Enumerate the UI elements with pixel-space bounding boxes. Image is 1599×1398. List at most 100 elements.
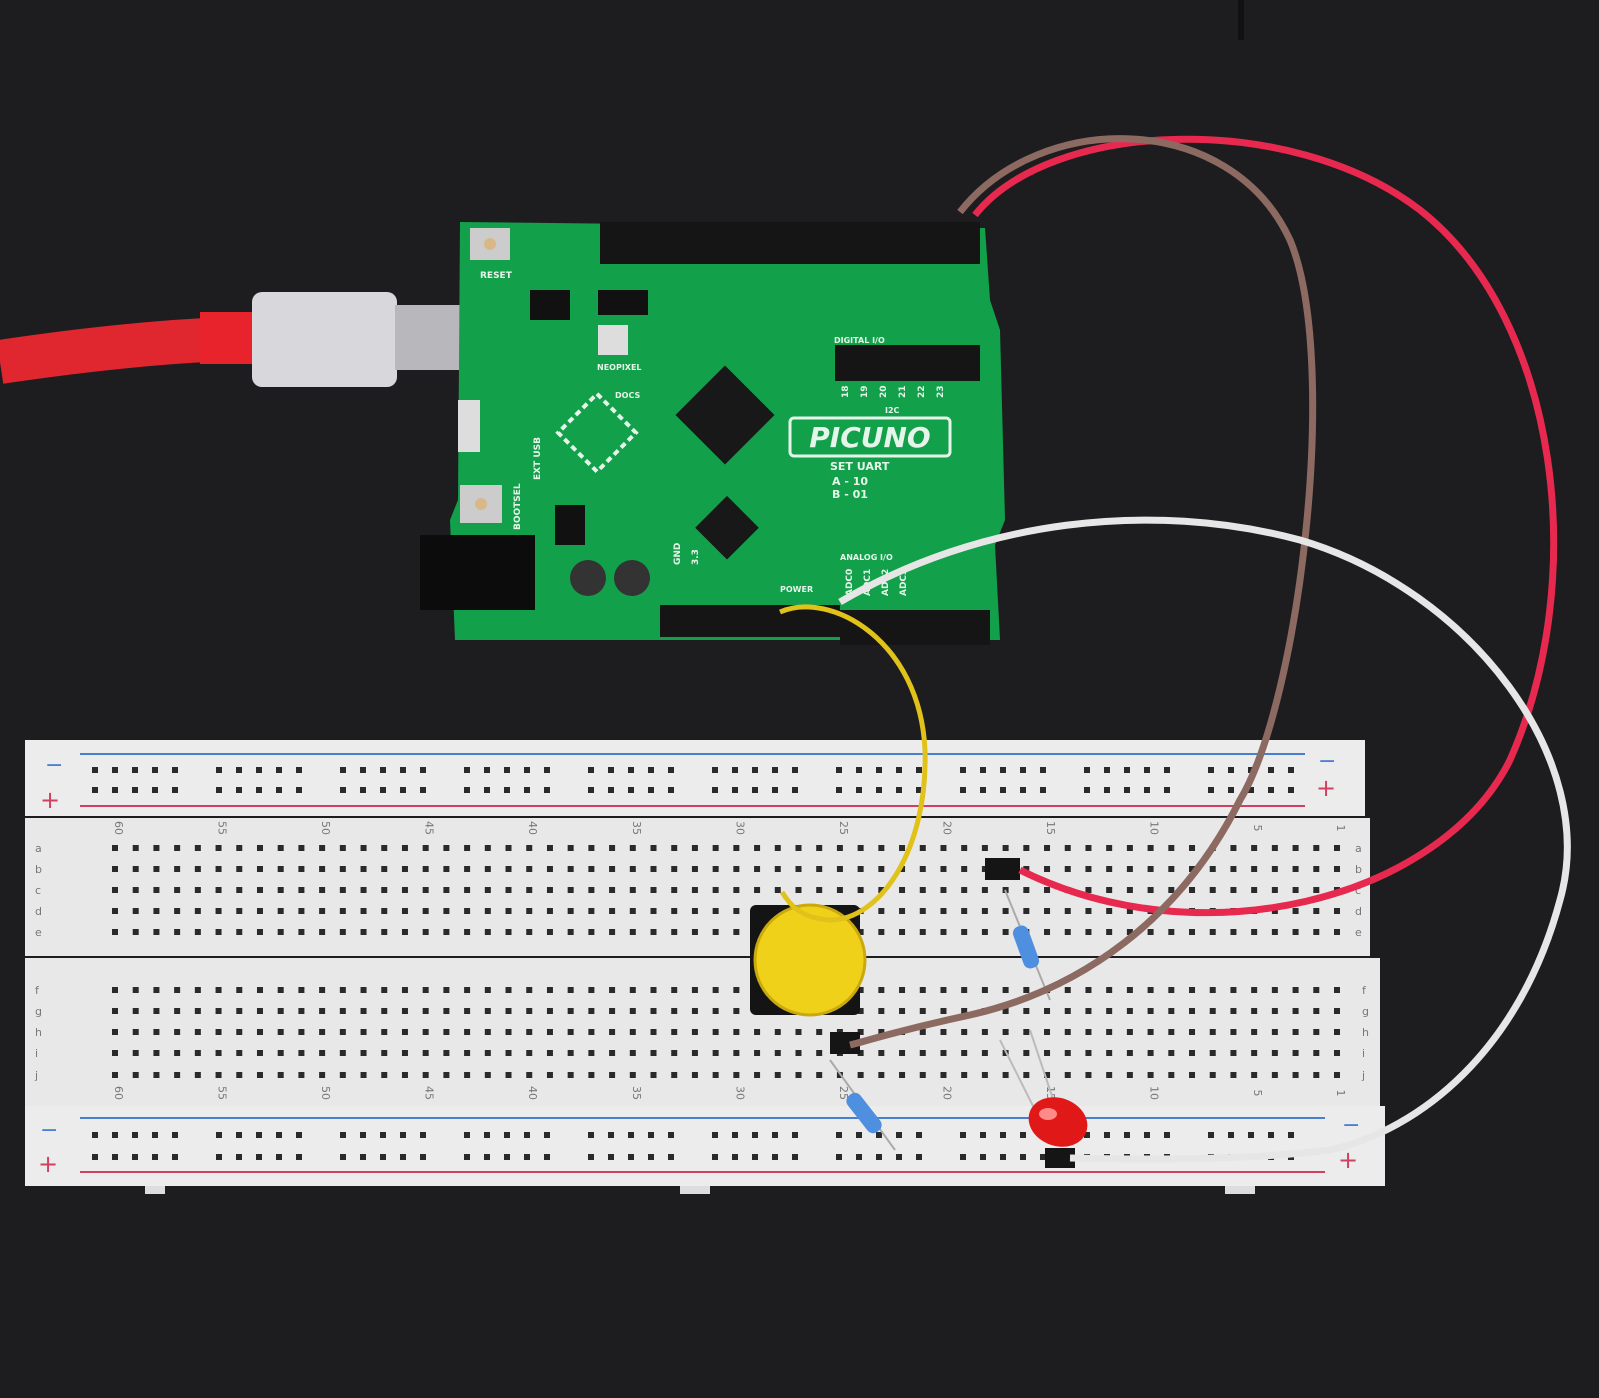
rail-hole[interactable] <box>524 1132 530 1138</box>
breadboard-hole[interactable] <box>1023 887 1030 893</box>
breadboard-hole[interactable] <box>1334 1008 1340 1014</box>
rail-hole[interactable] <box>296 1132 302 1138</box>
rail-hole[interactable] <box>712 1154 718 1160</box>
breadboard-hole[interactable] <box>609 929 616 935</box>
breadboard-hole[interactable] <box>1292 929 1299 935</box>
rail-hole[interactable] <box>732 1132 738 1138</box>
breadboard-hole[interactable] <box>381 1072 388 1078</box>
rail-hole[interactable] <box>256 1154 262 1160</box>
breadboard-hole[interactable] <box>1168 1072 1175 1078</box>
breadboard-hole[interactable] <box>609 1072 616 1078</box>
breadboard-hole[interactable] <box>1168 1050 1175 1056</box>
breadboard-hole[interactable] <box>1313 1008 1320 1014</box>
rail-hole[interactable] <box>608 787 614 793</box>
breadboard-hole[interactable] <box>1292 1072 1299 1078</box>
breadboard-hole[interactable] <box>443 1008 450 1014</box>
breadboard-hole[interactable] <box>484 1050 491 1056</box>
breadboard-hole[interactable] <box>443 908 450 914</box>
breadboard-hole[interactable] <box>609 987 616 993</box>
breadboard-hole[interactable] <box>671 908 678 914</box>
rail-hole[interactable] <box>484 767 490 773</box>
breadboard-hole[interactable] <box>567 1050 574 1056</box>
breadboard-hole[interactable] <box>132 1029 139 1035</box>
breadboard-hole[interactable] <box>671 987 678 993</box>
rail-hole[interactable] <box>1268 1132 1274 1138</box>
breadboard-hole[interactable] <box>484 929 491 935</box>
breadboard-hole[interactable] <box>174 887 181 893</box>
breadboard-hole[interactable] <box>443 845 450 851</box>
breadboard-hole[interactable] <box>567 1008 574 1014</box>
breadboard-hole[interactable] <box>774 845 781 851</box>
rail-hole[interactable] <box>772 787 778 793</box>
rail-hole[interactable] <box>1208 1132 1214 1138</box>
rail-hole[interactable] <box>340 1132 346 1138</box>
breadboard-hole[interactable] <box>174 866 181 872</box>
breadboard-hole[interactable] <box>339 908 346 914</box>
breadboard-hole[interactable] <box>588 987 595 993</box>
rail-hole[interactable] <box>588 1154 594 1160</box>
rail-hole[interactable] <box>668 1132 674 1138</box>
breadboard-hole[interactable] <box>153 887 160 893</box>
breadboard-hole[interactable] <box>1189 1072 1196 1078</box>
breadboard-hole[interactable] <box>174 1050 181 1056</box>
yellow-wire[interactable] <box>778 604 928 923</box>
breadboard-hole[interactable] <box>1002 1072 1009 1078</box>
breadboard-hole[interactable] <box>1085 1008 1092 1014</box>
rail-hole[interactable] <box>1228 787 1234 793</box>
rail-hole[interactable] <box>856 1154 862 1160</box>
breadboard-hole[interactable] <box>505 908 512 914</box>
breadboard-hole[interactable] <box>1126 887 1133 893</box>
breadboard-hole[interactable] <box>733 845 740 851</box>
breadboard-hole[interactable] <box>650 1029 657 1035</box>
rail-hole[interactable] <box>876 767 882 773</box>
breadboard-hole[interactable] <box>1126 929 1133 935</box>
breadboard-hole[interactable] <box>1106 908 1113 914</box>
breadboard-hole[interactable] <box>961 908 968 914</box>
rail-hole[interactable] <box>1000 1132 1006 1138</box>
rail-hole[interactable] <box>916 1132 922 1138</box>
rail-hole[interactable] <box>896 1132 902 1138</box>
breadboard-hole[interactable] <box>1064 929 1071 935</box>
breadboard-hole[interactable] <box>567 887 574 893</box>
breadboard-hole[interactable] <box>443 1072 450 1078</box>
breadboard-hole[interactable] <box>215 1008 222 1014</box>
breadboard-hole[interactable] <box>401 1029 408 1035</box>
breadboard-hole[interactable] <box>422 866 429 872</box>
breadboard-hole[interactable] <box>360 1072 367 1078</box>
breadboard-hole[interactable] <box>919 1029 926 1035</box>
breadboard-hole[interactable] <box>691 1029 698 1035</box>
breadboard-hole[interactable] <box>650 929 657 935</box>
breadboard-hole[interactable] <box>878 987 885 993</box>
breadboard-hole[interactable] <box>381 987 388 993</box>
rail-hole[interactable] <box>856 767 862 773</box>
breadboard-hole[interactable] <box>298 1050 305 1056</box>
breadboard-hole[interactable] <box>546 1050 553 1056</box>
breadboard-hole[interactable] <box>588 887 595 893</box>
rail-hole[interactable] <box>916 767 922 773</box>
breadboard-hole[interactable] <box>754 1029 761 1035</box>
rail-hole[interactable] <box>792 1132 798 1138</box>
breadboard-hole[interactable] <box>629 866 636 872</box>
breadboard-hole[interactable] <box>1230 929 1237 935</box>
breadboard-hole[interactable] <box>629 1050 636 1056</box>
rail-hole[interactable] <box>608 1132 614 1138</box>
breadboard-hole[interactable] <box>194 1029 201 1035</box>
breadboard-hole[interactable] <box>319 1008 326 1014</box>
breadboard-hole[interactable] <box>650 866 657 872</box>
breadboard-hole[interactable] <box>443 1050 450 1056</box>
breadboard-hole[interactable] <box>112 908 118 914</box>
breadboard-hole[interactable] <box>1044 1050 1051 1056</box>
breadboard-hole[interactable] <box>671 866 678 872</box>
rail-hole[interactable] <box>256 1132 262 1138</box>
breadboard-hole[interactable] <box>339 1029 346 1035</box>
breadboard-hole[interactable] <box>733 929 740 935</box>
breadboard-hole[interactable] <box>1044 908 1051 914</box>
breadboard-hole[interactable] <box>236 1029 243 1035</box>
breadboard-hole[interactable] <box>174 1008 181 1014</box>
breadboard-hole[interactable] <box>298 987 305 993</box>
breadboard-hole[interactable] <box>795 1029 802 1035</box>
breadboard-hole[interactable] <box>691 1008 698 1014</box>
rail-hole[interactable] <box>256 787 262 793</box>
breadboard-hole[interactable] <box>153 987 160 993</box>
breadboard-hole[interactable] <box>1168 929 1175 935</box>
